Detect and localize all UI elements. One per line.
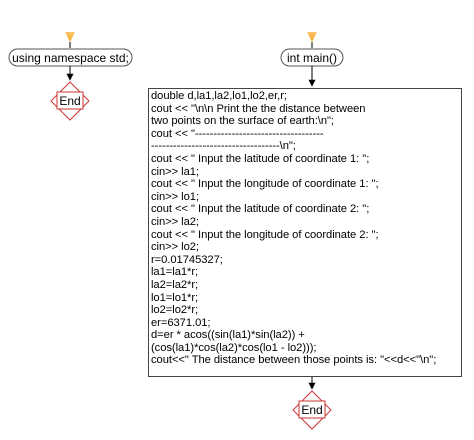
code-line: cout << "-------------------------------… (151, 127, 324, 140)
code-line: er=6371.01; (151, 316, 211, 329)
code-line: cout << "\n\n Print the the distance bet… (151, 102, 366, 115)
code-process-box[interactable]: double d,la1,la2,lo1,lo2,er,r; cout << "… (148, 88, 462, 377)
end-node-right[interactable]: End (292, 390, 332, 430)
code-line: la1=la1*r; (151, 266, 199, 279)
code-line: cin>> lo2; (151, 241, 200, 254)
code-line: (cos(la1)*cos(la2)*cos(lo1 - lo2))); (151, 341, 317, 354)
code-line: la2=la2*r; (151, 278, 199, 291)
start-arrow-right (307, 32, 317, 48)
code-line: r=0.01745327; (151, 253, 223, 266)
end-node-left[interactable]: End (50, 81, 90, 121)
code-line: -----------------------------------\n"; (151, 140, 296, 153)
code-line: two points on the surface of earth:\n"; (151, 115, 334, 128)
end-node-left-label: End (59, 94, 80, 108)
code-line: cin>> la2; (151, 215, 200, 228)
code-line: lo1=lo1*r; (151, 291, 199, 304)
start-arrow-left (65, 32, 75, 48)
code-line: d=er * acos((sin(la1)*sin(la2)) + (151, 329, 305, 342)
code-line: cout << " Input the longitude of coordin… (151, 178, 379, 191)
code-line: cout << " Input the longitude of coordin… (151, 228, 379, 241)
main-terminator-label: int main() (287, 51, 337, 65)
namespace-terminator-label: using namespace std; (12, 51, 129, 65)
code-line: cout << " Input the latitude of coordina… (151, 203, 370, 216)
namespace-terminator[interactable]: using namespace std; (8, 48, 133, 67)
end-node-right-label: End (301, 403, 322, 417)
code-line: cin>> lo1; (151, 190, 200, 203)
code-line: lo2=lo2*r; (151, 304, 199, 317)
code-line: double d,la1,la2,lo1,lo2,er,r; (151, 90, 287, 102)
main-terminator[interactable]: int main() (280, 48, 344, 67)
code-line: cout<<" The distance between those point… (151, 354, 437, 367)
code-line: cout << " Input the latitude of coordina… (151, 152, 370, 165)
code-line: cin>> la1; (151, 165, 200, 178)
